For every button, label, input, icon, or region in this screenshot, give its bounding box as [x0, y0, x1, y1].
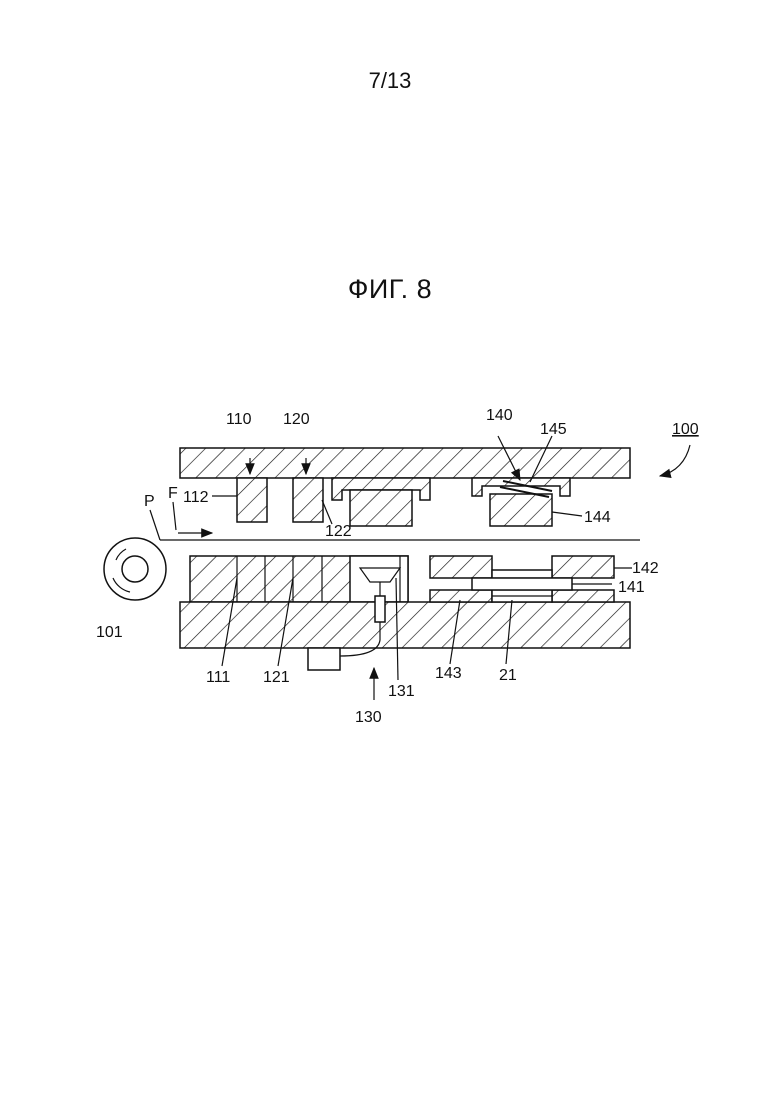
controller-box: [308, 648, 340, 670]
label-f: F: [168, 485, 178, 502]
plate-142-left: [430, 556, 492, 578]
label-112: 112: [183, 489, 209, 506]
pad-143: [430, 590, 492, 602]
label-110: 110: [226, 411, 252, 428]
plate-142-right: [552, 556, 614, 578]
upper-die-112: [237, 478, 267, 522]
upper-die-122: [293, 478, 323, 522]
label-120: 120: [283, 411, 310, 428]
label-130: 130: [355, 709, 382, 726]
sensor-cavity: [350, 556, 408, 602]
label-142: 142: [632, 560, 659, 577]
roll-101: [104, 538, 166, 600]
upper-block-144: [490, 494, 552, 526]
upper-plate: [180, 448, 630, 478]
label-121: 121: [263, 669, 290, 686]
upper-block: [350, 490, 412, 526]
label-141: 141: [618, 579, 645, 596]
label-140: 140: [486, 407, 513, 424]
label-111: 111: [206, 669, 230, 686]
label-p: P: [144, 493, 155, 510]
label-145: 145: [540, 421, 567, 438]
lower-plate-group: [180, 556, 630, 648]
lower-plate: [180, 602, 630, 648]
pad-right-141: [552, 590, 614, 602]
label-131: 131: [388, 683, 415, 700]
plate-141-layer: [472, 578, 572, 590]
label-100: 100: [672, 421, 699, 438]
label-101: 101: [96, 624, 123, 641]
upper-plate-group: [180, 448, 630, 526]
label-143: 143: [435, 665, 462, 682]
label-21: 21: [499, 667, 517, 684]
label-122: 122: [325, 523, 352, 540]
label-144: 144: [584, 509, 611, 526]
